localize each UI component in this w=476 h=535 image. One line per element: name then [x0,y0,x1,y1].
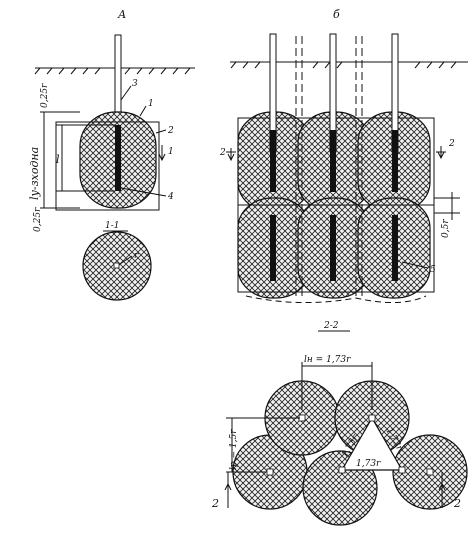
l-dimension-label: l [56,153,60,166]
overlap-label: 0,5r [441,219,451,238]
ground-hatch-b [230,61,457,69]
panel-b: б [219,8,468,304]
callout-3: 3 [132,79,138,89]
callout-1: 1 [148,99,154,109]
spacing-h-label: lн = 1,73r [304,355,351,365]
radius-line [116,255,133,267]
section-2-2: 2-2 lн = 1,73r lр = 1,5r [211,321,468,526]
section-1-1-title: 1-1 [105,221,120,231]
perforated-zone-a [115,125,121,191]
section-marker-1: 1 [168,147,174,157]
section-2-marker-right: 2 [453,497,461,510]
radius-label: r [134,251,139,261]
dim-bottom-label: 0,25r [33,207,43,232]
section-marker-2-left: 2 [219,148,226,158]
triangle-layout [340,416,404,471]
treatment-zone-frame [55,121,160,211]
callout-2: 2 [167,126,174,136]
panel-a-title: А [117,8,126,21]
section-2-2-title: 2-2 [323,321,339,331]
spacing-v-label: lр = 1,5r [229,429,239,470]
callout-5: 5 [430,265,436,275]
section-marker-2-right: 2 [448,139,455,149]
injector-pipes-b [269,33,399,300]
panel-b-title: б [333,8,340,21]
panel-a: А 0,25r 0,25r lу-зходна l 3 [28,8,195,301]
section-2-marker-left: 2 [211,497,219,510]
dim-top-label: 0,25r [40,83,50,108]
pipe-centers [266,414,434,476]
callout-4: 4 [167,192,174,202]
side-bottom-label: 1,73r [356,459,381,469]
perforated-zones-b [270,130,398,281]
ground-hatch-a [34,67,191,75]
zone-dimension-label: lу-зходна [28,147,41,200]
